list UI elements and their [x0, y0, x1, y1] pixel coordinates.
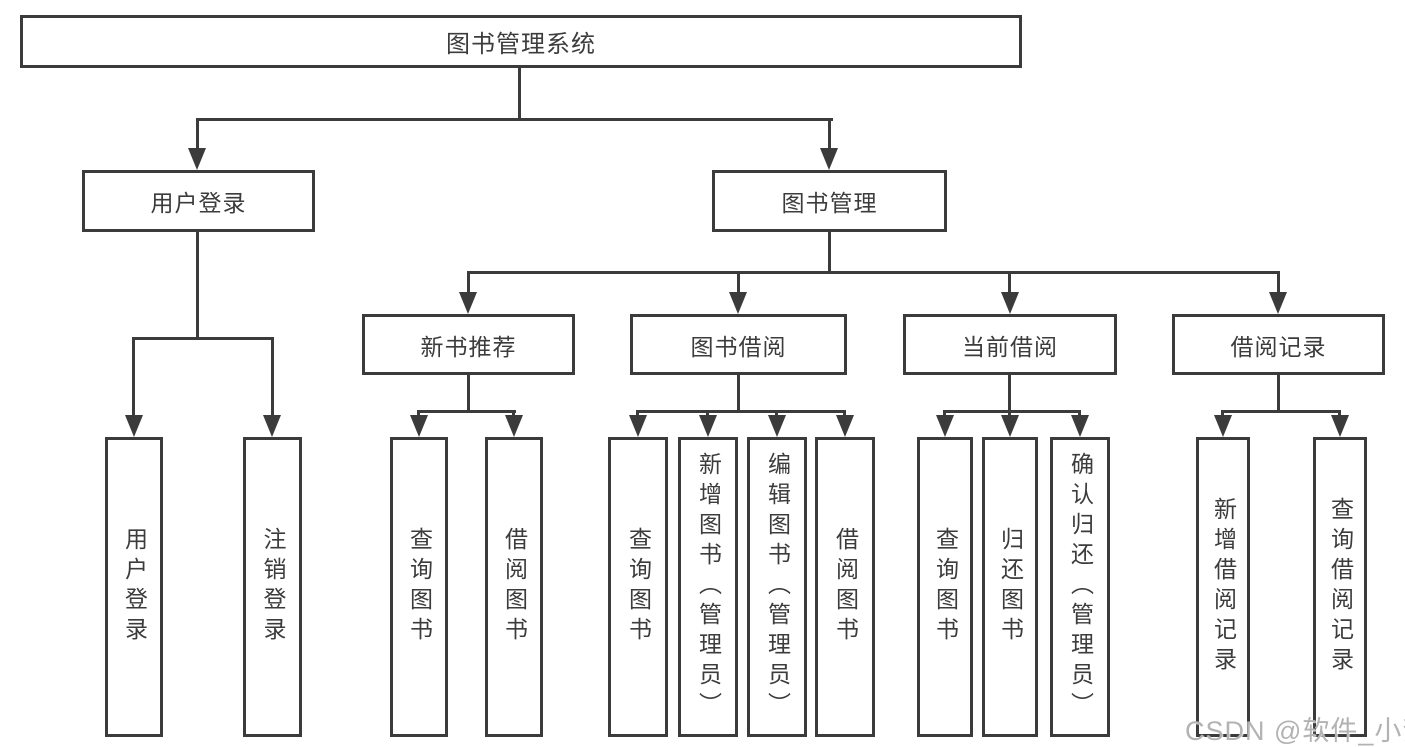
- connector-cb-drop-2: [1008, 410, 1011, 415]
- leaf-br-query-record-label: 查询借阅记录: [1327, 497, 1354, 677]
- connector-bm-drop-4: [1277, 271, 1280, 292]
- arrowhead-to-user-login: [188, 148, 206, 170]
- connector-user-login-stub: [196, 232, 199, 337]
- watermark: CSDN @软件_小贺同学: [1185, 716, 1405, 746]
- node-book-management-label: 图书管理: [781, 190, 878, 216]
- connector-root-stub: [518, 68, 521, 118]
- node-book-borrowing: 图书借阅: [630, 314, 847, 375]
- connector-book-management-stub: [828, 232, 831, 271]
- arrowhead-to-bb-add-books: [699, 415, 717, 437]
- connector-bb-stub: [737, 375, 740, 410]
- leaf-nbr-query-books-label: 查询图书: [406, 527, 433, 647]
- leaf-bb-add-books-admin-label: 新增图书（管理员）: [695, 452, 722, 722]
- connector-nbr-bar: [417, 410, 516, 413]
- arrowhead-to-cb-return-books: [1001, 415, 1019, 437]
- connector-bb-drop-1: [636, 410, 639, 415]
- node-user-login-label: 用户登录: [150, 190, 247, 216]
- connector-bb-drop-3: [775, 410, 778, 415]
- connector-bb-drop-2: [706, 410, 709, 415]
- node-current-borrowing: 当前借阅: [903, 314, 1117, 375]
- connector-nbr-drop-1: [417, 410, 420, 415]
- connector-user-login-drop-1: [132, 337, 135, 415]
- leaf-bb-edit-books-admin-label: 编辑图书（管理员）: [764, 452, 791, 722]
- leaf-nbr-borrow-books-label: 借阅图书: [501, 527, 528, 647]
- node-book-management: 图书管理: [712, 170, 947, 232]
- node-current-borrowing-label: 当前借阅: [962, 333, 1058, 360]
- leaf-bb-edit-books-admin: 编辑图书（管理员）: [747, 437, 807, 737]
- arrowhead-to-borrowing-records: [1269, 292, 1287, 314]
- connector-root-bar: [196, 118, 833, 121]
- node-new-book-recommend-label: 新书推荐: [420, 333, 517, 360]
- arrowhead-to-bb-query-books: [629, 415, 647, 437]
- connector-bm-drop-3: [1008, 271, 1011, 292]
- connector-br-drop-1: [1221, 410, 1224, 415]
- leaf-cb-return-books: 归还图书: [982, 437, 1038, 737]
- node-user-login: 用户登录: [82, 170, 315, 232]
- arrowhead-to-cb-query-books: [936, 415, 954, 437]
- leaf-cb-confirm-return-admin: 确认归还（管理员）: [1050, 437, 1110, 737]
- connector-bb-drop-4: [843, 410, 846, 415]
- leaf-br-query-record: 查询借阅记录: [1313, 437, 1367, 737]
- leaf-logout: 注销登录: [243, 437, 302, 737]
- leaf-nbr-borrow-books: 借阅图书: [485, 437, 543, 737]
- connector-nbr-stub: [467, 375, 470, 410]
- arrowhead-to-cb-confirm-return: [1071, 415, 1089, 437]
- arrowhead-to-br-add-record: [1214, 415, 1232, 437]
- arrowhead-to-book-borrowing: [729, 292, 747, 314]
- connector-br-bar: [1221, 410, 1341, 413]
- node-borrowing-records-label: 借阅记录: [1230, 333, 1327, 360]
- leaf-bb-add-books-admin: 新增图书（管理员）: [678, 437, 738, 737]
- connector-br-stub: [1277, 375, 1280, 410]
- leaf-bb-borrow-books-label: 借阅图书: [832, 527, 859, 647]
- arrowhead-to-book-management: [820, 148, 838, 170]
- connector-user-login-bar: [132, 337, 273, 340]
- leaf-cb-query-books-label: 查询图书: [932, 527, 959, 647]
- leaf-user-login: 用户登录: [105, 437, 163, 737]
- arrowhead-to-nbr-query-books: [410, 415, 428, 437]
- leaf-user-login-label: 用户登录: [121, 527, 148, 647]
- leaf-bb-query-books: 查询图书: [608, 437, 668, 737]
- arrowhead-to-bb-edit-books: [768, 415, 786, 437]
- leaf-cb-confirm-return-admin-label: 确认归还（管理员）: [1067, 452, 1094, 722]
- arrowhead-to-nbr-borrow-books: [505, 415, 523, 437]
- leaf-bb-query-books-label: 查询图书: [625, 527, 652, 647]
- leaf-bb-borrow-books: 借阅图书: [815, 437, 875, 737]
- node-new-book-recommend: 新书推荐: [362, 314, 575, 375]
- arrowhead-to-user-login-leaf: [125, 415, 143, 437]
- connector-bm-drop-2: [737, 271, 740, 292]
- connector-root-drop-left: [196, 118, 199, 148]
- connector-cb-drop-1: [943, 410, 946, 415]
- node-root: 图书管理系统: [20, 15, 1022, 68]
- arrowhead-to-new-book-recommend: [459, 292, 477, 314]
- connector-cb-bar: [943, 410, 1081, 413]
- leaf-br-add-record: 新增借阅记录: [1196, 437, 1250, 737]
- leaf-cb-return-books-label: 归还图书: [997, 527, 1024, 647]
- connector-cb-drop-3: [1078, 410, 1081, 415]
- connector-bb-bar: [636, 410, 846, 413]
- node-book-borrowing-label: 图书借阅: [690, 333, 787, 360]
- connector-root-drop-right: [828, 118, 831, 148]
- connector-book-management-bar: [467, 271, 1280, 274]
- arrowhead-to-logout-leaf: [263, 415, 281, 437]
- arrowhead-to-bb-borrow-books: [836, 415, 854, 437]
- node-root-label: 图书管理系统: [446, 31, 596, 58]
- connector-bm-drop-1: [467, 271, 470, 292]
- arrowhead-to-current-borrowing: [1001, 292, 1019, 314]
- leaf-nbr-query-books: 查询图书: [390, 437, 448, 737]
- connector-nbr-drop-2: [512, 410, 515, 415]
- leaf-cb-query-books: 查询图书: [917, 437, 973, 737]
- arrowhead-to-br-query-record: [1331, 415, 1349, 437]
- node-borrowing-records: 借阅记录: [1172, 314, 1385, 375]
- connector-user-login-drop-2: [271, 337, 274, 415]
- connector-br-drop-2: [1338, 410, 1341, 415]
- connector-cb-stub: [1008, 375, 1011, 410]
- leaf-logout-label: 注销登录: [260, 527, 286, 647]
- leaf-br-add-record-label: 新增借阅记录: [1210, 497, 1237, 677]
